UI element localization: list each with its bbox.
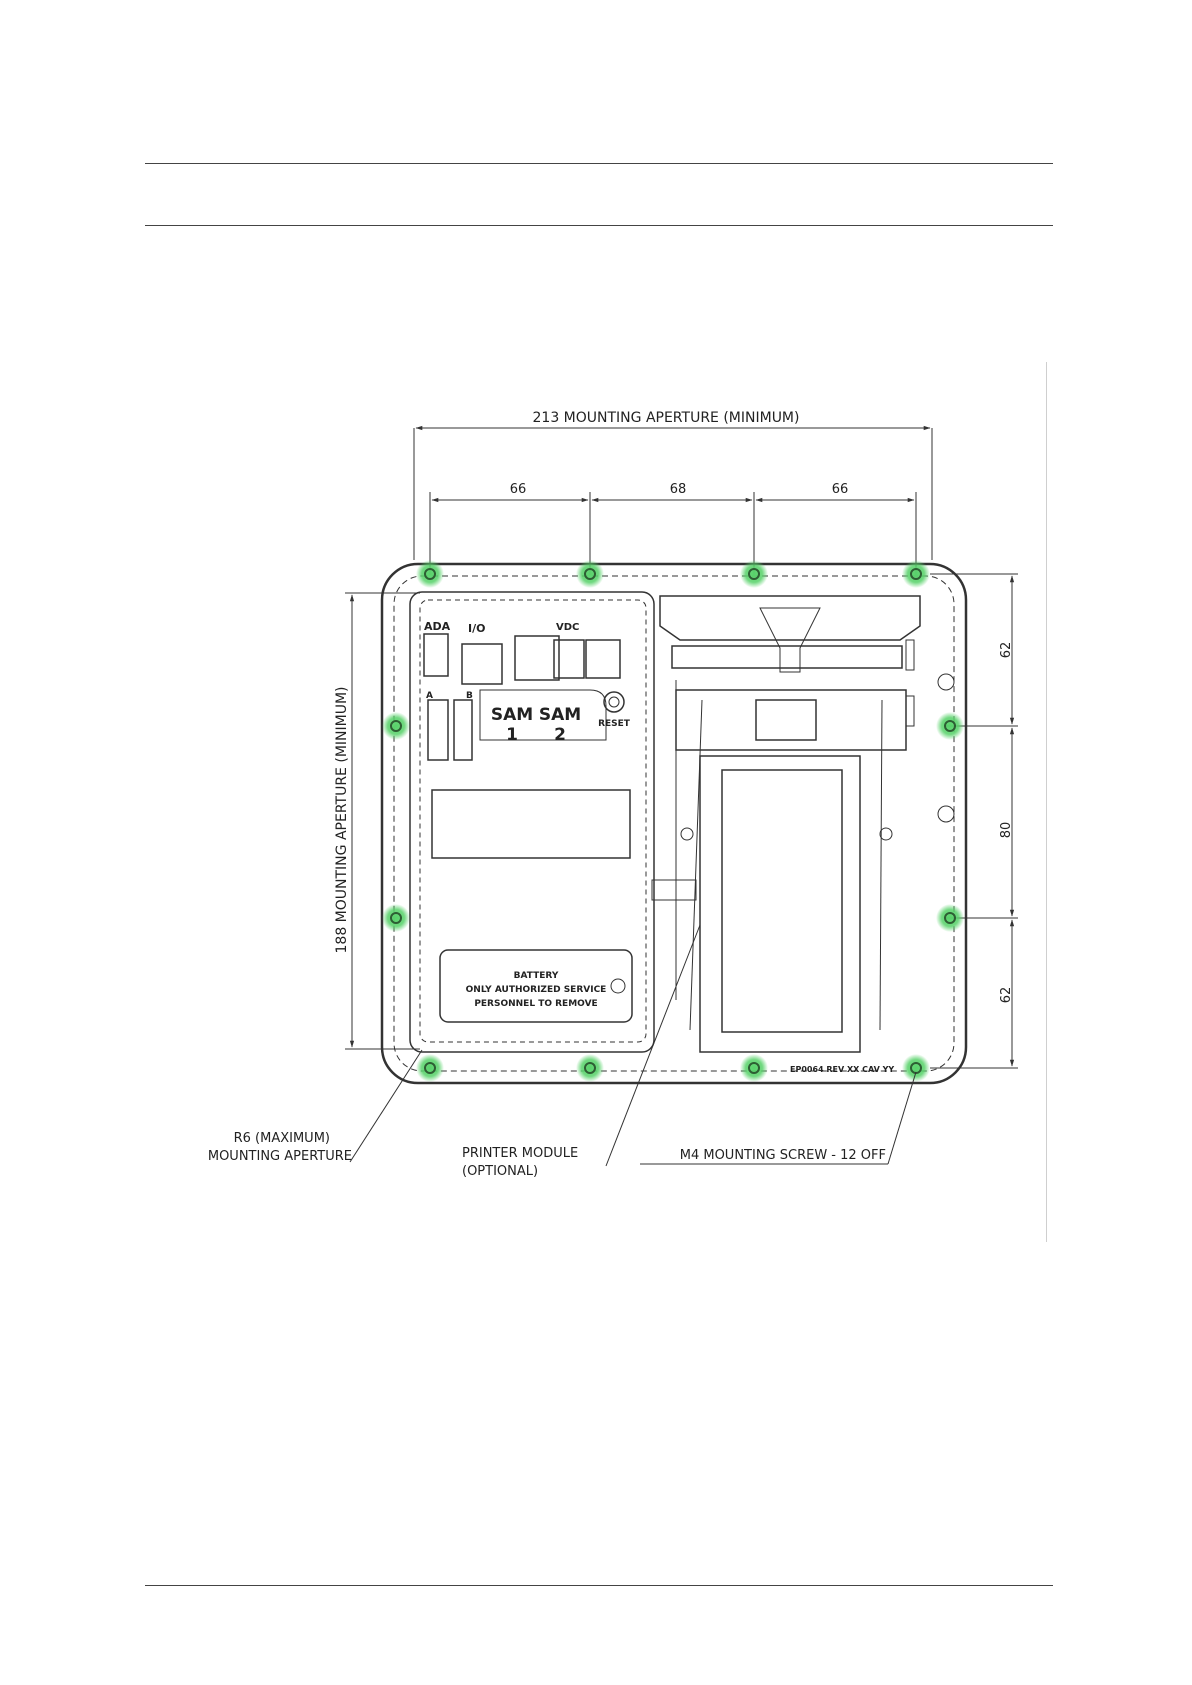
reset-label: RESET (598, 719, 631, 729)
screw-bottom-2 (576, 1054, 604, 1082)
screw-top-3 (740, 560, 768, 588)
printer-module (652, 596, 954, 1052)
height-dimension-label: 188 MOUNTING APERTURE (MINIMUM) (334, 687, 350, 954)
connector-panel (424, 634, 632, 1022)
screw-top-2 (576, 560, 604, 588)
sam1-label: SAM (491, 705, 533, 725)
port-b-label: B (466, 691, 473, 701)
part-number-label: EP0064 REV XX CAV YY (790, 1065, 894, 1074)
io-label: I/O (468, 622, 485, 635)
dimension-height-total: 188 MOUNTING APERTURE (MINIMUM) (334, 593, 420, 1049)
connector-labels: ADA I/O VDC A B SAM 1 SAM 2 RESET (424, 620, 631, 745)
screw-bottom-1 (416, 1054, 444, 1082)
screw-bottom-3 (740, 1054, 768, 1082)
screw-right-1 (936, 712, 964, 740)
spacing-left-label: 66 (510, 482, 527, 497)
sam2-label: SAM (539, 705, 581, 725)
mounting-screws (382, 560, 964, 1082)
screw-top-4 (902, 560, 930, 588)
printer-label-line2: (OPTIONAL) (462, 1164, 538, 1179)
screw-right-2 (936, 904, 964, 932)
side-mid-label: 80 (999, 822, 1014, 839)
side-top-label: 62 (999, 642, 1014, 659)
callout-screw: M4 MOUNTING SCREW - 12 OFF (640, 1072, 916, 1164)
ada-label: ADA (424, 620, 451, 633)
width-dimension-label: 213 MOUNTING APERTURE (MINIMUM) (533, 410, 800, 426)
screw-left-1 (382, 712, 410, 740)
spacing-mid-label: 68 (670, 482, 687, 497)
screw-label: M4 MOUNTING SCREW - 12 OFF (680, 1148, 886, 1163)
callout-r6: R6 (MAXIMUM) MOUNTING APERTURE (208, 1050, 422, 1164)
spacing-right-label: 66 (832, 482, 849, 497)
r6-label-line1: R6 (MAXIMUM) (234, 1131, 330, 1146)
screw-top-1 (416, 560, 444, 588)
vdc-label: VDC (556, 622, 579, 633)
battery-line3: PERSONNEL TO REMOVE (474, 999, 597, 1009)
battery-line2: ONLY AUTHORIZED SERVICE (466, 985, 607, 995)
port-a-label: A (426, 691, 433, 701)
battery-label-block: BATTERY ONLY AUTHORIZED SERVICE PERSONNE… (466, 971, 607, 1009)
screw-bottom-4 (902, 1054, 930, 1082)
screw-left-2 (382, 904, 410, 932)
dimension-screw-spacing: 66 68 66 (430, 482, 916, 575)
printer-label-line1: PRINTER MODULE (462, 1146, 578, 1161)
r6-label-line2: MOUNTING APERTURE (208, 1149, 352, 1164)
device-housing (382, 564, 966, 1083)
side-bottom-label: 62 (999, 987, 1014, 1004)
sam1-number: 1 (506, 725, 518, 745)
part-number-block: EP0064 REV XX CAV YY (790, 1065, 894, 1074)
sam2-number: 2 (554, 725, 566, 745)
battery-line1: BATTERY (514, 971, 559, 981)
